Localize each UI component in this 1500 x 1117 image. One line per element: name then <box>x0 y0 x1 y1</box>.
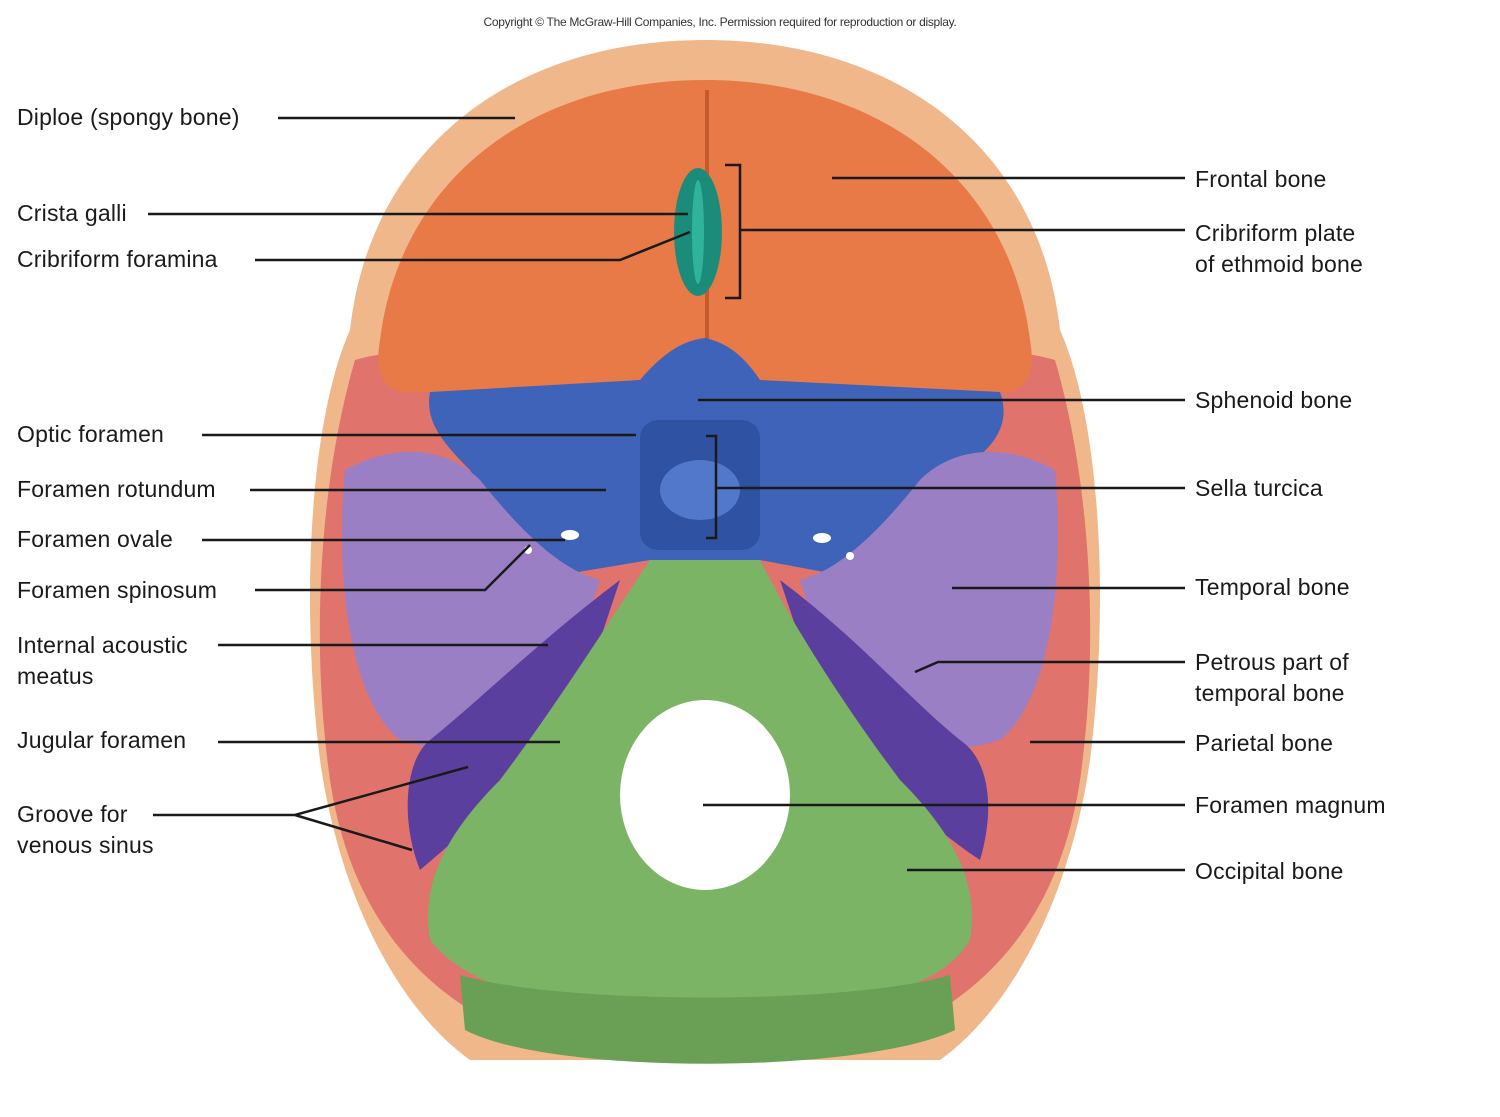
label-sphenoid-bone: Sphenoid bone <box>1195 387 1353 413</box>
label-petrous-line2: temporal bone <box>1195 680 1345 706</box>
leader-lines-right <box>698 163 1185 872</box>
foramen-magnum-shape <box>620 700 790 890</box>
label-cribriform-foramina: Cribriform foramina <box>17 246 218 272</box>
label-foramen-magnum: Foramen magnum <box>1195 792 1386 818</box>
label-crista-galli: Crista galli <box>17 200 127 226</box>
label-petrous-line1: Petrous part of <box>1195 649 1349 675</box>
foramen-ovale-right <box>813 533 831 543</box>
leader-lines-left <box>148 116 691 852</box>
sella-fossa <box>660 460 740 520</box>
label-sella-turcica: Sella turcica <box>1195 475 1323 501</box>
occipital-rim <box>460 975 955 1064</box>
crista-galli-shape <box>692 180 704 284</box>
label-petrous-part: Petrous part of temporal bone <box>1195 647 1349 709</box>
label-groove-line1: Groove for <box>17 801 128 827</box>
label-cribriform-plate-line1: Cribriform plate <box>1195 220 1356 246</box>
label-groove-line2: venous sinus <box>17 832 154 858</box>
label-jugular-foramen: Jugular foramen <box>17 727 187 753</box>
label-temporal-bone: Temporal bone <box>1195 574 1350 600</box>
label-optic-foramen: Optic foramen <box>17 421 165 447</box>
petrous-left <box>407 580 620 870</box>
foramen-spinosum-right <box>846 552 854 560</box>
label-frontal-bone: Frontal bone <box>1195 166 1327 192</box>
foramen-ovale-left <box>561 530 579 540</box>
label-cribriform-plate: Cribriform plate of ethmoid bone <box>1195 218 1363 280</box>
copyright-notice: Copyright © The McGraw-Hill Companies, I… <box>483 15 957 29</box>
label-foramen-spinosum: Foramen spinosum <box>17 577 218 603</box>
label-foramen-rotundum: Foramen rotundum <box>17 476 216 502</box>
label-diploe: Diploe (spongy bone) <box>17 104 240 130</box>
label-parietal-bone: Parietal bone <box>1195 730 1334 756</box>
label-occipital-bone: Occipital bone <box>1195 858 1344 884</box>
petrous-right <box>780 580 989 860</box>
label-foramen-ovale: Foramen ovale <box>17 526 174 552</box>
label-internal-acoustic-meatus: Internal acoustic meatus <box>17 630 188 692</box>
label-internal-acoustic-line2: meatus <box>17 663 94 689</box>
label-cribriform-plate-line2: of ethmoid bone <box>1195 251 1363 277</box>
label-groove-venous-sinus: Groove for venous sinus <box>17 799 154 861</box>
label-internal-acoustic-line1: Internal acoustic <box>17 632 188 658</box>
